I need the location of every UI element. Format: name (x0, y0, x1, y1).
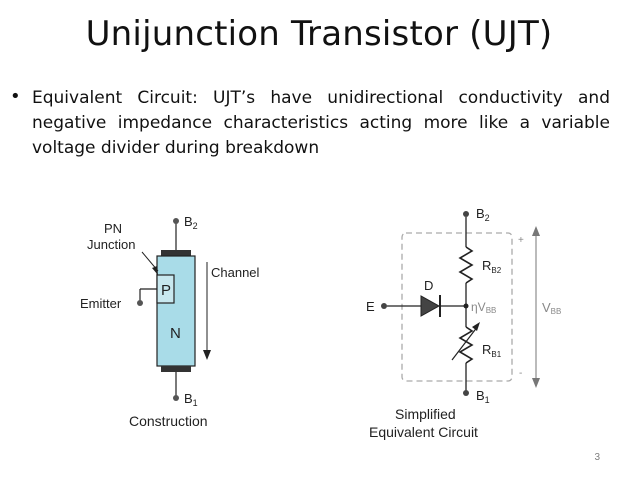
pn-label-line2: Junction (87, 237, 135, 252)
pn-label-line1: PN (104, 221, 122, 236)
emitter-label: Emitter (80, 296, 122, 311)
rb2-resistor-icon (458, 246, 474, 284)
n-body (156, 255, 196, 367)
bullet-dot-icon: • (10, 86, 21, 107)
vbb-label: VBB (542, 300, 561, 316)
vbb-plus-sign: + (518, 235, 524, 246)
bottom-contact-plate (161, 366, 191, 372)
bullet-point: • Equivalent Circuit: UJT’s have unidire… (10, 86, 610, 161)
eq-emitter-label: E (366, 299, 375, 314)
b1-terminal-dot (173, 395, 179, 401)
eq-emitter-terminal-dot (381, 303, 387, 309)
eq-b2-label: B2 (476, 206, 490, 223)
dashed-enclosure (401, 232, 513, 382)
vbb-arrow-down-icon (532, 378, 540, 388)
equivalent-circuit-diagram: B2 RB2 ηVBB RB1 B1 E D + - VBB Simplifie… (366, 206, 561, 440)
slide-title: Unijunction Transistor (UJT) (85, 14, 553, 54)
diode-label: D (424, 278, 433, 293)
eq-b2-terminal-dot (463, 211, 469, 217)
pn-pointer-arrow-icon (152, 266, 158, 275)
channel-label: Channel (211, 265, 260, 280)
eq-b1-terminal-dot (463, 390, 469, 396)
vbb-minus-sign: - (519, 368, 522, 379)
construction-diagram: B2 P N B1 Emitter PN Junction Channel Co… (80, 214, 260, 429)
diode-icon (420, 295, 441, 317)
construction-caption: Construction (129, 413, 208, 429)
page-number: 3 (594, 452, 600, 463)
rb1-variable-arrow-icon (472, 322, 480, 331)
eq-b1-label: B1 (476, 388, 490, 405)
emitter-terminal-dot (137, 300, 143, 306)
eta-vbb-label: ηVBB (471, 300, 496, 315)
eq-caption-line2: Equivalent Circuit (369, 424, 478, 440)
b2-label: B2 (184, 214, 198, 231)
n-label: N (170, 325, 181, 342)
b1-label: B1 (184, 391, 198, 408)
rb1-variable-arrow-line (451, 325, 479, 361)
p-label: P (161, 282, 171, 299)
bullet-text: Equivalent Circuit: UJT’s have unidirect… (32, 88, 610, 158)
top-contact-plate (161, 250, 191, 256)
b2-terminal-dot (173, 218, 179, 224)
vbb-arrow-up-icon (532, 226, 540, 236)
rb1-label: RB1 (482, 342, 502, 359)
channel-arrow-icon (203, 350, 211, 360)
eq-caption-line1: Simplified (395, 406, 456, 422)
rb2-label: RB2 (482, 258, 502, 275)
rb1-resistor-icon (458, 326, 474, 364)
